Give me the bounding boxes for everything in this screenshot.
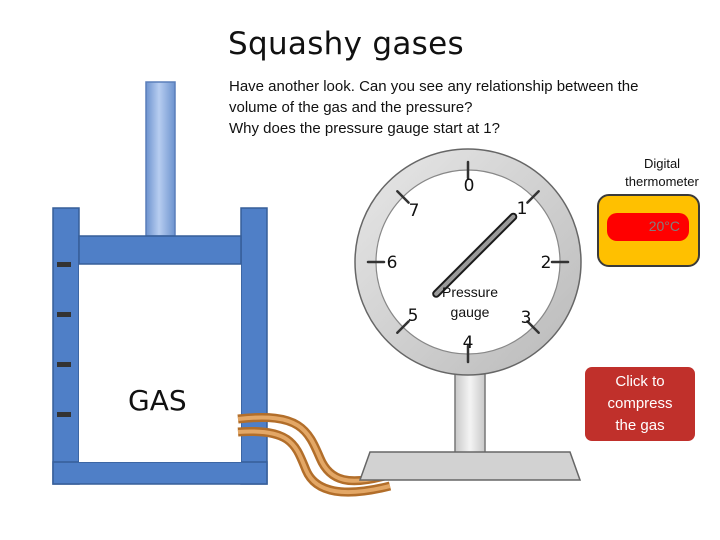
gauge-number-2: 2 (540, 253, 552, 273)
gauge-number-1: 1 (516, 199, 528, 219)
cylinder-right-wall (240, 207, 268, 485)
gas-chamber (79, 264, 241, 462)
thermometer-screen: 20°C (607, 213, 689, 241)
compress-button-line-2: compress (607, 395, 673, 412)
gauge-number-7: 7 (408, 201, 420, 221)
gauge-tick-7 (396, 190, 410, 204)
page-title: Squashy gases (228, 26, 464, 62)
gauge-ticks (366, 160, 570, 364)
instruction-line-1: Have another look. Can you see any relat… (229, 78, 639, 95)
thermometer-label-line-1: Digital (643, 156, 681, 171)
gauge-number-0: 0 (463, 176, 475, 196)
gauge-tick-3 (526, 320, 540, 334)
pressure-gauge-label-line-2: gauge (450, 304, 490, 320)
instruction-text: Have another look. Can you see any relat… (229, 76, 699, 139)
digital-thermometer: 20°C (597, 194, 700, 267)
connecting-tube (237, 413, 392, 497)
gauge-stand-base (358, 451, 582, 481)
piston-rod (145, 81, 176, 237)
compress-button-line-1: Click to (615, 373, 665, 390)
compress-button-line-3: the gas (615, 417, 665, 434)
gauge-number-3: 3 (520, 308, 532, 328)
volume-scale (57, 262, 71, 417)
piston-head (78, 235, 242, 265)
gauge-number-5: 5 (407, 306, 419, 326)
instruction-line-2: volume of the gas and the pressure? (229, 99, 473, 116)
instruction-line-3: Why does the pressure gauge start at 1? (229, 120, 500, 137)
compress-gas-button[interactable]: Click to compress the gas (585, 367, 695, 441)
gauge-tick-5 (396, 320, 410, 334)
gauge-needle-highlight (434, 214, 516, 296)
thermometer-label-line-2: thermometer (625, 174, 699, 189)
temperature-reading: 20°C (648, 218, 680, 234)
pressure-gauge-label: Pressure gauge (432, 282, 508, 322)
gauge-tick-1 (526, 190, 540, 204)
cylinder-base (52, 461, 268, 485)
gauge-number-6: 6 (386, 253, 398, 273)
gas-label: GAS (128, 384, 187, 417)
pressure-gauge-label-line-1: Pressure (441, 284, 499, 300)
cylinder-left-wall (52, 207, 80, 485)
gauge-number-4: 4 (462, 333, 474, 353)
thermometer-label: Digital thermometer (596, 155, 720, 191)
